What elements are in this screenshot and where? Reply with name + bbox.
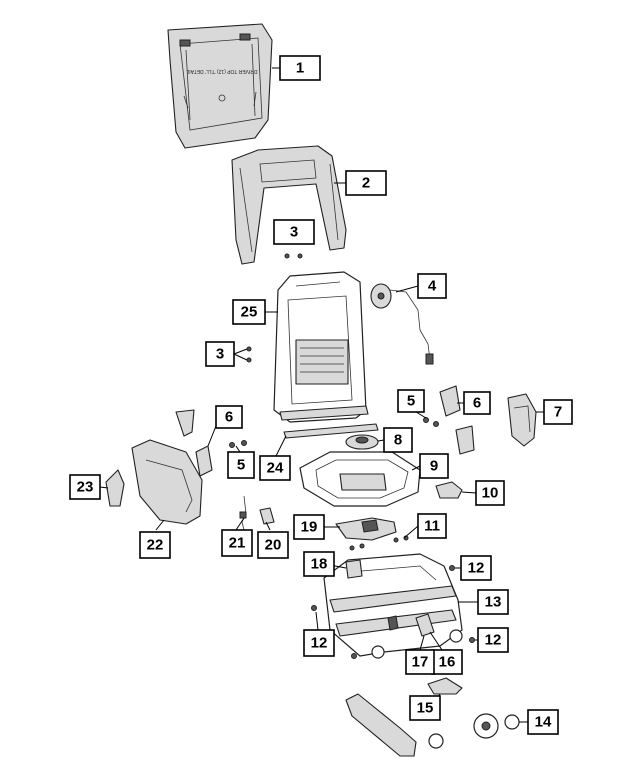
callout-11: 11: [417, 513, 447, 539]
callout-25-label: 25: [241, 304, 258, 321]
callout-25: 25: [232, 299, 266, 325]
part-20-switch-bracket: [259, 507, 275, 525]
callout-11-label: 11: [424, 518, 440, 535]
part-1-seat-back-panel: DRIVER TOP (12) 'TLL' DETAIL: [167, 23, 273, 149]
callout-3-lower-label: 3: [216, 346, 224, 363]
part-6-bracket-left: [175, 409, 213, 477]
callout-12-left-label: 12: [311, 635, 328, 652]
callout-12-upper-label: 12: [468, 560, 485, 577]
callout-6-right-label: 6: [473, 395, 481, 412]
part-13-seat-track-assembly: [323, 553, 463, 659]
callout-15: 15: [409, 695, 441, 721]
part-2-seat-back-frame-trim: [231, 145, 347, 265]
part-22-cushion-shield: [131, 439, 203, 525]
panel-text: DRIVER TOP (12) 'TLL' DETAIL: [186, 68, 257, 74]
callout-3-upper: 3: [273, 219, 315, 245]
callout-4-label: 4: [428, 278, 437, 295]
part-5-nuts-left: [229, 440, 247, 448]
callout-13: 13: [477, 589, 509, 615]
callout-5-right-label: 5: [407, 393, 415, 410]
callout-20-label: 20: [265, 537, 282, 554]
callout-9: 9: [419, 453, 449, 479]
part-19-motor-bracket: [335, 517, 397, 541]
callout-4: 4: [417, 273, 447, 299]
callout-24-label: 24: [267, 460, 284, 477]
part-18-track-bracket: [345, 559, 363, 579]
part-9-cushion-pan: [299, 451, 421, 507]
callout-2: 2: [345, 170, 387, 196]
callout-24: 24: [259, 455, 291, 481]
callout-22-label: 22: [147, 537, 164, 554]
callout-23-label: 23: [77, 479, 94, 496]
part-12-bolts: [311, 565, 475, 659]
callout-7: 7: [543, 399, 573, 425]
callout-20: 20: [257, 531, 289, 559]
callout-14: 14: [527, 709, 559, 735]
part-23-trim-piece: [105, 469, 125, 507]
callout-10: 10: [475, 480, 505, 506]
callout-10-label: 10: [482, 485, 499, 502]
callout-8: 8: [383, 427, 413, 453]
part-8-disc: [345, 434, 379, 450]
callout-14-label: 14: [535, 714, 552, 731]
callout-3-lower: 3: [205, 341, 235, 367]
part-3-clips-upper: [284, 253, 303, 259]
part-25-seat-back-frame: [273, 271, 369, 423]
part-11-nuts: [349, 535, 409, 551]
callout-21-label: 21: [229, 535, 246, 552]
callout-5-right: 5: [397, 389, 425, 413]
callout-16: 16: [431, 649, 463, 675]
callout-19-label: 19: [301, 519, 318, 536]
callout-3-upper-label: 3: [290, 224, 298, 241]
callout-6-left-label: 6: [225, 409, 233, 426]
callout-17-label: 17: [412, 654, 429, 671]
callout-18: 18: [303, 551, 335, 577]
callout-5-left: 5: [227, 451, 255, 479]
callout-12-right-label: 12: [485, 632, 502, 649]
callout-15-label: 15: [417, 700, 434, 717]
part-21-harness-clip: [239, 495, 247, 531]
callout-7-label: 7: [554, 404, 562, 421]
part-6-bracket-right: [439, 385, 475, 455]
callout-5-left-label: 5: [237, 457, 245, 474]
part-4-lumbar-motor: [370, 283, 434, 365]
part-15-track-cover: [345, 677, 499, 757]
callout-23: 23: [69, 474, 101, 500]
callout-8-label: 8: [394, 432, 402, 449]
callout-16-label: 16: [439, 654, 456, 671]
part-5-nuts-right: [423, 417, 439, 427]
callout-6-right: 6: [463, 391, 491, 415]
callout-1-label: 1: [296, 60, 304, 77]
callout-21: 21: [221, 529, 253, 557]
callout-9-label: 9: [430, 458, 438, 475]
callout-12-upper: 12: [460, 555, 492, 581]
callout-12-left: 12: [303, 629, 335, 657]
callout-13-label: 13: [485, 594, 502, 611]
callout-6-left: 6: [215, 405, 243, 429]
part-14-cap: [428, 714, 520, 749]
part-7-side-cover: [507, 393, 537, 447]
callout-2-label: 2: [362, 175, 370, 192]
callout-22: 22: [139, 531, 171, 559]
part-17-16-latch-parts: [387, 613, 435, 637]
callout-18-label: 18: [311, 556, 328, 573]
part-10-bracket: [435, 481, 463, 499]
part-24-crossmember: [283, 423, 379, 439]
callout-12-right: 12: [477, 627, 509, 653]
part-3-clips-lower: [246, 346, 252, 363]
callout-1: 1: [279, 55, 321, 81]
callout-17: 17: [405, 649, 435, 675]
callout-19: 19: [293, 514, 325, 540]
